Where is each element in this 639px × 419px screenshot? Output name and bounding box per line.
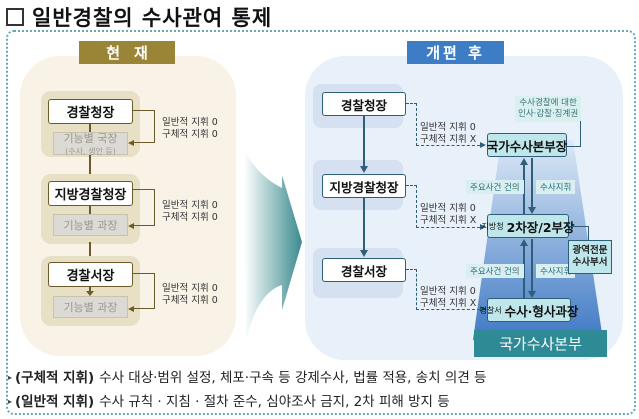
command-note: 일반적 지휘 0 구체적 지휘 X [420,122,477,145]
report-line [523,164,525,214]
loop-connector [133,110,155,143]
arrow-down-icon [86,291,94,296]
definition-item: ▸ (구체적 지휘) 수사 대상·범위 설정, 체포·구속 등 강제수사, 법률… [8,366,486,390]
tag-major-case-report: 주요사건 건의 [466,180,524,194]
command-note: 일반적 지휘 0 구체적 지휘 0 [162,283,218,306]
command-note: 일반적 지휘 0 구체적 지휘 0 [162,200,218,223]
checkbox-square-icon [6,8,24,26]
regional-chief-box: 지방경찰청장 [48,181,133,206]
dashed-connector [416,269,417,310]
arrow-right-icon [480,306,486,312]
connector-line [89,206,91,216]
definition-term: (구체적 지휘) [15,370,95,386]
loop-connector [133,273,155,309]
station-chief-box: 경찰서장 [322,258,406,282]
diagram-frame [6,30,636,415]
command-line [531,158,533,208]
reform-header: 개편 후 [407,41,504,64]
title-text: 일반경찰의 수사관여 통제 [32,6,273,30]
loop-connector [133,189,155,226]
transition-arrow-icon [244,150,302,340]
command-note: 일반적 지휘 0 구체적 지휘 X [420,286,477,309]
arrow-left-icon [128,223,134,229]
connector-line [89,124,91,134]
connector-line [363,116,365,168]
authority-connector [567,121,581,147]
regional-chief-box: 지방경찰청장 [322,174,406,198]
division-heads-box: 기능별 과장 [53,214,128,236]
bureau-chiefs-box: 기능별 국장 (수사, 생안 등) [53,132,128,156]
connector-line [363,198,365,250]
dashed-connector [416,103,417,146]
tag-investigation-command: 수사지휘 [536,264,576,278]
dashed-connector [416,309,480,310]
command-line [531,239,533,292]
arrow-down-icon [528,291,536,298]
division-heads-box: 기능별 과장 [53,296,128,318]
dashed-connector [406,103,417,104]
arrow-up-icon [520,158,528,165]
arrow-right-icon [480,224,486,230]
command-note: 일반적 지휘 0 구체적 지휘 0 [162,117,218,140]
definition-text: 수사 대상·범위 설정, 체포·구속 등 강제수사, 법률 적용, 송치 의견 … [99,370,487,386]
arrow-left-icon [128,140,134,146]
arrow-down-icon [360,166,368,173]
bullet-arrow-icon: ▸ [8,373,13,382]
dashed-connector [416,227,480,228]
commissioner-box: 경찰청장 [322,92,406,116]
bureau-note: (수사, 생안 등) [65,147,116,156]
report-line [523,245,525,298]
current-header: 현재 [79,41,175,64]
definitions-list: ▸ (구체적 지휘) 수사 대상·범위 설정, 체포·구속 등 강제수사, 법률… [8,366,486,414]
hq-chief-box: 경찰청장 [48,99,133,124]
dashed-connector [416,185,417,228]
bullet-arrow-icon: ▸ [8,397,13,406]
definition-item: ▸ (일반적 지휘) 수사 규칙 · 지침 · 절차 준수, 심야조사 금지, … [8,390,486,414]
tag-major-case-report: 주요사건 건의 [466,264,524,278]
arrow-up-icon [520,239,528,246]
definition-text: 수사 규칙 · 지침 · 절차 준수, 심야조사 금지, 2차 피해 방지 등 [99,394,450,410]
station-chief-box: 경찰서장 [48,262,133,287]
connector-line [89,242,91,258]
connector-line [89,287,91,293]
unit-connector [569,226,589,240]
arrow-right-icon [480,142,486,148]
bureau-label: 기능별 국장 [63,132,118,145]
arrow-down-icon [360,250,368,257]
arrow-left-icon [128,306,134,312]
command-note: 일반적 지휘 0 구체적 지휘 X [420,203,477,226]
nis-base-label: 국가수사본부 [474,330,607,357]
dashed-connector [406,185,417,186]
connector-line [89,155,91,175]
authority-note: 수사경찰에 대한 인사·감찰·징계권 [515,96,582,122]
page-title: 일반경찰의 수사관여 통제 [6,2,272,32]
tag-investigation-command: 수사지휘 [536,180,576,194]
nis-chief-box: 국가수사본부장 [487,133,567,157]
dashed-connector [406,269,417,270]
special-investigation-unit-box: 광역전문 수사부서 [568,240,612,274]
arrow-down-icon [528,207,536,214]
dashed-connector [416,145,480,146]
definition-term: (일반적 지휘) [15,394,95,410]
